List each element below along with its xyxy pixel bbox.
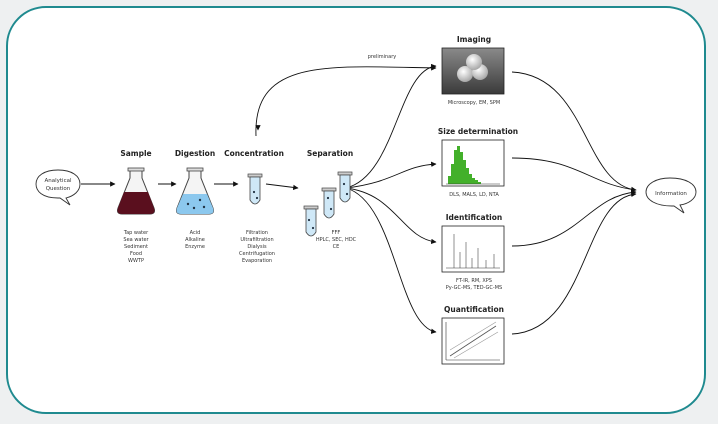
separation-title: Separation: [307, 149, 353, 158]
arrow-identification-to-info: [511, 189, 637, 247]
identification-caption-2: Py-GC-MS, TED-GC-MS: [446, 285, 502, 291]
identification-title: Identification: [446, 213, 502, 222]
arrow-to-size: [345, 161, 437, 189]
preliminary-label: preliminary: [368, 54, 397, 60]
sample-item: WWTP: [128, 258, 144, 264]
arrow-to-identification: [345, 187, 437, 245]
question-bubble: Analytical Question: [35, 169, 81, 206]
digestion-flask-icon: [176, 167, 214, 215]
workflow-diagram: Analytical Question preliminary Sample D…: [35, 35, 697, 365]
sample-item: Food: [130, 251, 142, 257]
quantification-title: Quantification: [444, 305, 504, 314]
separation-item: CE: [333, 244, 340, 250]
information-bubble: Information: [645, 177, 697, 214]
concentration-title: Concentration: [224, 149, 284, 158]
concentration-item: Ultrafiltration: [240, 237, 273, 243]
size-caption: DLS, MALS, LD, NTA: [449, 192, 499, 198]
concentration-item: Centrifugation: [239, 251, 275, 257]
size-histogram-icon: [441, 139, 505, 187]
digestion-item: Alkaline: [185, 237, 205, 243]
question-line-1: Analytical: [44, 178, 71, 184]
concentration-item: Evaporation: [242, 258, 272, 264]
separation-item: HPLC, SEC, HDC: [316, 237, 357, 243]
arrow-size-to-info: [511, 157, 637, 193]
sample-item: Sea water: [123, 237, 149, 243]
imaging-caption: Microscopy, EM, SPM: [448, 100, 500, 106]
digestion-items: Acid Alkaline Enzyme: [185, 230, 205, 250]
calibration-plot-icon: [441, 317, 505, 365]
digestion-title: Digestion: [175, 149, 215, 158]
identification-caption-1: FT-IR, RM, XPS: [456, 278, 492, 284]
diagram-frame: Analytical Question preliminary Sample D…: [6, 6, 706, 414]
size-title: Size determination: [438, 127, 518, 136]
sample-flask-icon: [117, 167, 155, 215]
sample-title: Sample: [120, 149, 151, 158]
flow-arrows: [81, 63, 637, 335]
microscopy-image-icon: [441, 47, 505, 95]
arrow-to-separation: [265, 183, 299, 191]
question-line-2: Question: [46, 186, 71, 192]
sample-item: Sediment: [124, 244, 148, 250]
arrow-preliminary: [255, 65, 437, 137]
arrow-to-quantification: [345, 187, 437, 334]
concentration-items: Filtration Ultrafiltration Dialysis Cent…: [239, 230, 275, 264]
spectrum-icon: [441, 225, 505, 273]
concentration-tube-icon: [247, 173, 263, 205]
imaging-title: Imaging: [457, 35, 491, 44]
arrow-to-imaging: [345, 63, 437, 189]
sample-item: Tap water: [123, 230, 149, 236]
separation-tubes-icon: [303, 171, 353, 237]
sample-items: Tap water Sea water Sediment Food WWTP: [123, 230, 150, 264]
concentration-item: Filtration: [246, 230, 268, 236]
arrow-imaging-to-info: [511, 71, 637, 193]
concentration-item: Dialysis: [247, 244, 267, 250]
arrow-quantification-to-info: [511, 191, 637, 335]
digestion-item: Enzyme: [185, 244, 205, 250]
digestion-item: Acid: [190, 230, 201, 236]
separation-items: FFF HPLC, SEC, HDC CE: [316, 230, 357, 250]
information-label: Information: [655, 191, 687, 197]
separation-item: FFF: [332, 230, 341, 236]
